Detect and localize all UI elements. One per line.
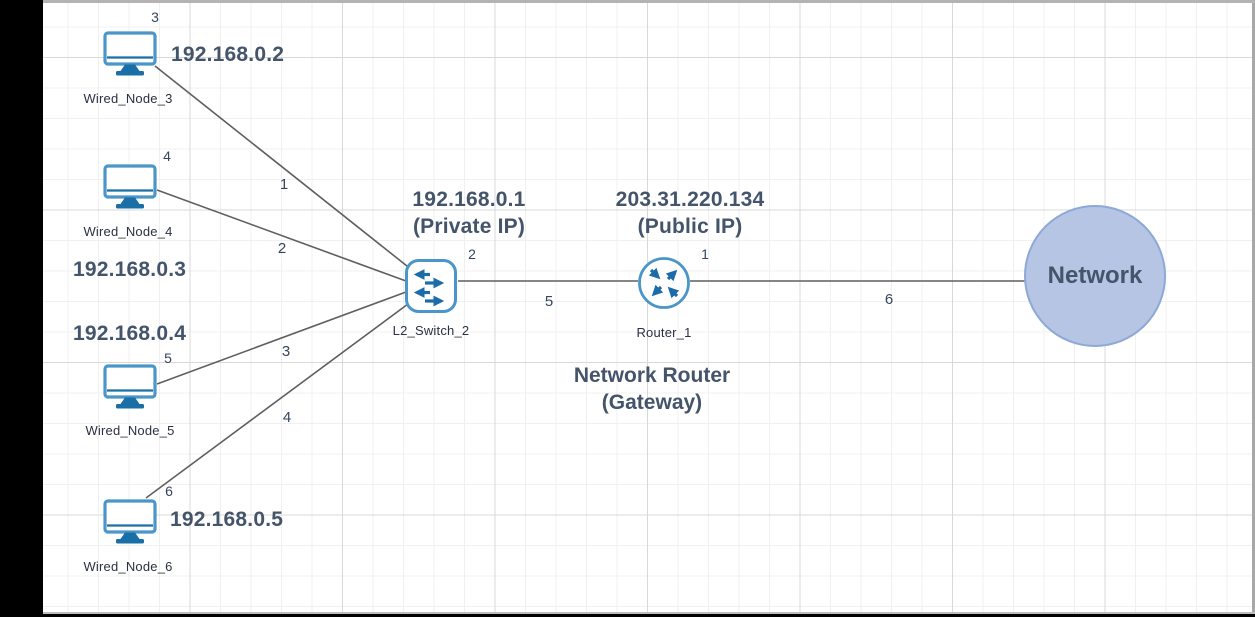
wired-node-3-label: Wired_Node_3: [83, 91, 173, 106]
port-number-node5: 5: [164, 350, 172, 366]
wired-node-3-ip: 192.168.0.2: [171, 43, 285, 66]
network-cloud-label: Network: [1047, 262, 1143, 289]
link-label-5: 5: [544, 293, 554, 310]
wired-node-5-icon[interactable]: [103, 364, 157, 411]
link-label-1: 1: [279, 176, 289, 193]
wired-node-4-icon[interactable]: [103, 164, 157, 211]
router-ip-annotation: 203.31.220.134 (Public IP): [616, 186, 765, 240]
router-ip-note: (Public IP): [637, 215, 743, 238]
l2-switch-label: L2_Switch_2: [392, 323, 470, 338]
link-label-4: 4: [282, 409, 292, 426]
switch-ip-annotation: 192.168.0.1 (Private IP): [412, 186, 525, 240]
wired-node-3-icon[interactable]: [103, 31, 157, 78]
network-cloud[interactable]: Network: [1024, 205, 1166, 347]
port-number-node4: 4: [163, 148, 171, 164]
link-label-2: 2: [277, 240, 287, 257]
switch-ip-note: (Private IP): [412, 215, 526, 238]
l2-switch-icon[interactable]: [404, 258, 458, 314]
wired-node-4-ip: 192.168.0.3: [73, 258, 187, 281]
wired-node-5-label: Wired_Node_5: [85, 423, 175, 438]
router-caption: Network Router (Gateway): [574, 362, 730, 416]
port-number-node6: 6: [165, 483, 173, 499]
wired-node-6-label: Wired_Node_6: [83, 559, 173, 574]
canvas-right-border: [1252, 3, 1255, 612]
port-number-router: 1: [701, 246, 709, 262]
switch-ip: 192.168.0.1: [412, 188, 526, 211]
wired-node-6-ip: 192.168.0.5: [170, 508, 284, 531]
wired-node-5-ip: 192.168.0.4: [73, 322, 187, 345]
router-icon[interactable]: [637, 256, 691, 310]
link-label-6: 6: [884, 291, 894, 308]
router-ip: 203.31.220.134: [615, 188, 765, 211]
wired-node-4-label: Wired_Node_4: [83, 224, 173, 239]
port-number-node3: 3: [151, 9, 159, 25]
router-label: Router_1: [636, 325, 692, 340]
router-caption-line2: (Gateway): [601, 391, 703, 414]
wired-node-6-icon[interactable]: [103, 499, 157, 546]
canvas-bottom-border: [43, 612, 1255, 614]
router-caption-line1: Network Router: [573, 364, 731, 387]
port-number-switch: 2: [468, 246, 476, 262]
link-label-3: 3: [281, 343, 291, 360]
canvas-top-border: [43, 0, 1255, 3]
